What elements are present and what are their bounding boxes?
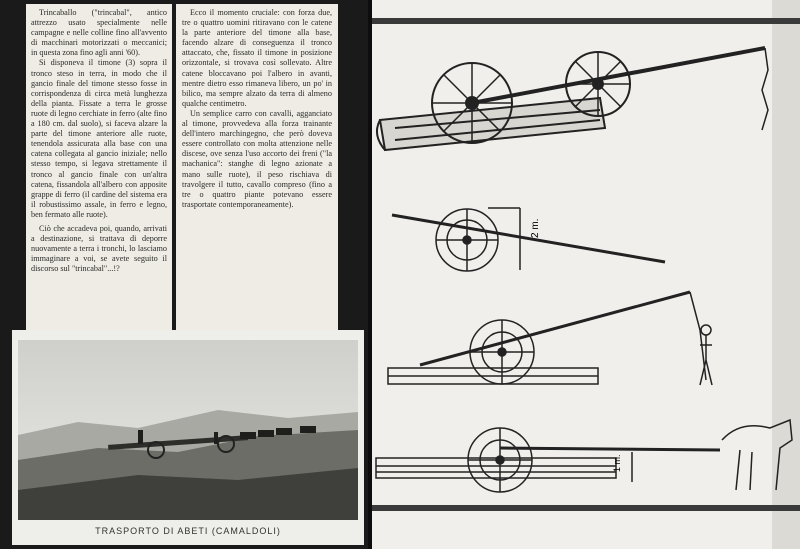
article-clipping-left: Trincaballo ("trincabal", antico attrezz… <box>26 4 172 350</box>
article-column-1: Trincaballo ("trincabal", antico attrezz… <box>31 8 167 274</box>
diagram-cart-with-log <box>375 46 769 152</box>
dimension-label: 1 m. <box>612 454 622 472</box>
bottom-border-line <box>372 505 800 511</box>
page-gutter <box>368 0 374 549</box>
article-paragraph: Si disponeva il timone (3) sopra il tron… <box>31 58 167 219</box>
photo-caption: TRASPORTO DI ABETI (CAMALDOLI) <box>95 526 281 536</box>
diagram-side-view-2 <box>387 290 713 386</box>
top-border-line <box>372 18 800 24</box>
diagram-side-view-1 <box>391 207 666 272</box>
article-paragraph: Ciò che accadeva poi, quando, arrivati a… <box>31 223 167 274</box>
historic-photo <box>18 340 358 520</box>
article-clipping-right: Ecco il momento cruciale: con forza due,… <box>176 4 338 330</box>
article-column-2: Ecco il momento cruciale: con forza due,… <box>182 8 332 210</box>
photo-landscape <box>18 340 358 520</box>
article-paragraph: Trincaballo ("trincabal", antico attrezz… <box>31 8 167 58</box>
dimension-label: 2 m. <box>530 219 541 238</box>
article-paragraph: Un semplice carro con cavalli, agganciat… <box>182 108 332 209</box>
diagram-side-view-3 <box>375 418 793 493</box>
article-paragraph: Ecco il momento cruciale: con forza due,… <box>182 8 332 108</box>
photo-postcard: TRASPORTO DI ABETI (CAMALDOLI) <box>12 330 364 545</box>
page-edge <box>772 0 800 549</box>
